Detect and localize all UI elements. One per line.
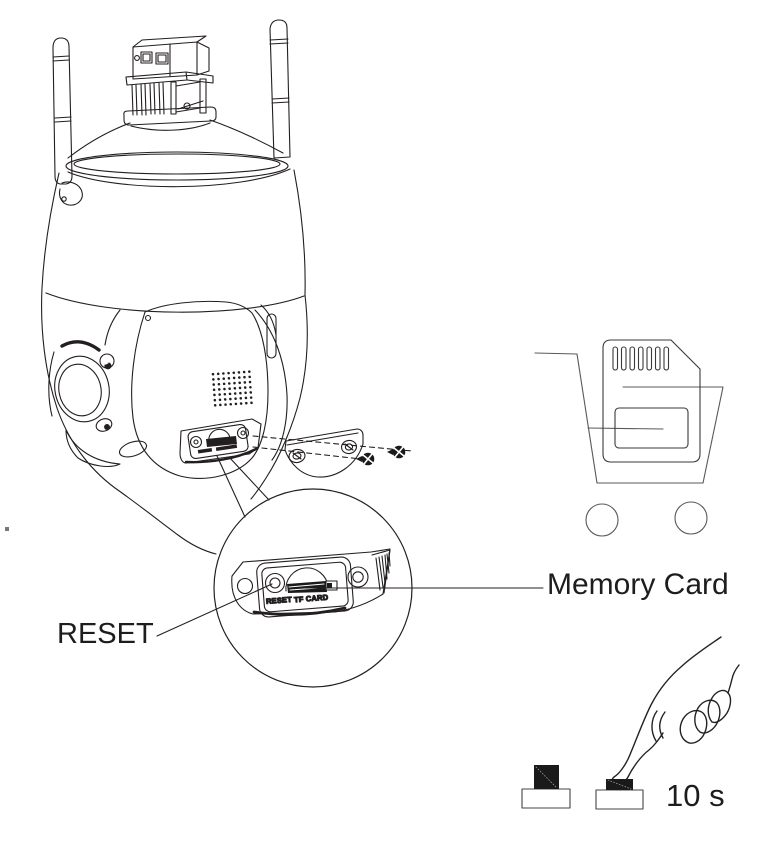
screw-icon xyxy=(356,452,375,466)
assembly-dashed-lines xyxy=(252,435,413,460)
panel-reset-silkscreen: RESET xyxy=(266,595,293,606)
stray-mark xyxy=(5,527,9,531)
sd-card-label-area xyxy=(614,407,689,449)
reset-leader-line xyxy=(156,583,273,637)
tf-card-slot-detail xyxy=(285,567,338,593)
dome-top xyxy=(41,119,306,296)
camera-lens xyxy=(54,355,110,423)
hatch-corner xyxy=(371,549,391,594)
panel-tfcard-silkscreen: TF CARD xyxy=(294,593,329,605)
reset-button-released xyxy=(521,765,571,809)
speaker-grille xyxy=(211,370,253,407)
reset-label: RESET xyxy=(57,618,154,650)
antenna-right-icon xyxy=(269,19,291,159)
reset-panel-small xyxy=(179,418,262,464)
sd-card-icon xyxy=(602,339,701,463)
camera-ball-body xyxy=(41,287,308,555)
reset-button-detail xyxy=(264,572,286,594)
duration-label: 10 s xyxy=(666,778,725,813)
reset-panel-detail: RESET TF CARD xyxy=(231,548,391,618)
cart-wheel-icon xyxy=(674,501,708,535)
cart-wheel-icon xyxy=(585,503,619,537)
cover-plate xyxy=(284,428,364,478)
mounting-bracket xyxy=(123,35,217,131)
memory-card-label: Memory Card xyxy=(547,568,729,601)
screw-icon xyxy=(387,445,406,459)
camera-device xyxy=(41,19,308,555)
magnifier-circle: RESET TF CARD xyxy=(156,455,544,688)
reset-button-pressed xyxy=(595,779,644,810)
hand-press-icon xyxy=(611,636,740,784)
shopping-cart-icon xyxy=(534,352,724,537)
zoom-guide-line xyxy=(216,455,246,518)
zoom-guide-line xyxy=(228,456,270,501)
